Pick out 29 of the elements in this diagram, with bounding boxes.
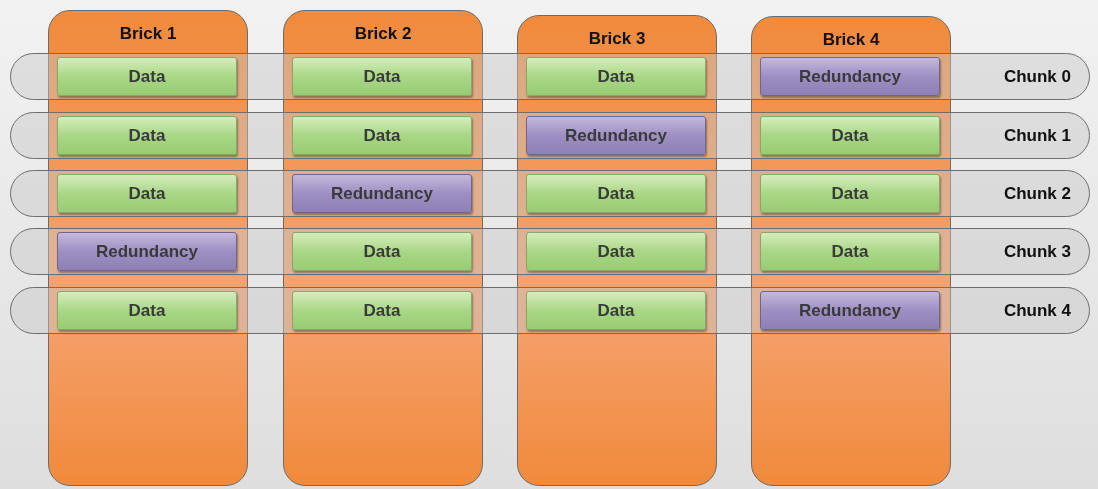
data-block: Data	[760, 232, 940, 271]
chunk-label: Chunk 3	[1003, 241, 1071, 262]
brick-title: Brick 1	[118, 24, 178, 44]
data-block: Data	[57, 116, 237, 155]
brick-title: Brick 3	[587, 29, 647, 49]
redundancy-block: Redundancy	[526, 116, 706, 155]
data-block: Data	[526, 291, 706, 330]
brick-title: Brick 4	[821, 30, 881, 50]
data-block: Data	[526, 174, 706, 213]
data-block: Data	[57, 174, 237, 213]
chunk-label: Chunk 4	[1003, 300, 1071, 321]
data-block: Data	[57, 57, 237, 96]
data-block: Data	[292, 116, 472, 155]
data-block: Data	[526, 232, 706, 271]
redundancy-block: Redundancy	[760, 291, 940, 330]
data-block: Data	[57, 291, 237, 330]
data-block: Data	[292, 232, 472, 271]
data-block: Data	[292, 57, 472, 96]
data-block: Data	[526, 57, 706, 96]
data-block: Data	[760, 174, 940, 213]
redundancy-block: Redundancy	[760, 57, 940, 96]
data-block: Data	[292, 291, 472, 330]
redundancy-block: Redundancy	[57, 232, 237, 271]
data-block: Data	[760, 116, 940, 155]
chunk-label: Chunk 1	[1003, 125, 1071, 146]
redundancy-block: Redundancy	[292, 174, 472, 213]
chunk-label: Chunk 2	[1003, 183, 1071, 204]
chunk-label: Chunk 0	[1003, 66, 1071, 87]
brick-title: Brick 2	[353, 24, 413, 44]
